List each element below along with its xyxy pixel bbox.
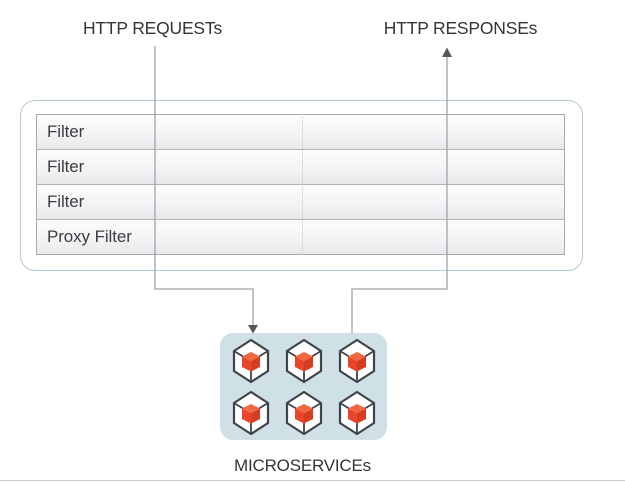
bottom-edge-line <box>0 480 625 481</box>
table-row: Proxy Filter <box>37 220 564 254</box>
table-row: Filter <box>37 150 564 185</box>
table-dotted-divider <box>302 114 303 255</box>
microservice-hexagon-cube-icon <box>285 390 322 435</box>
http-responses-label: HTTP RESPONSEs <box>383 18 538 38</box>
response-arrowhead-up <box>442 47 452 57</box>
filter-row-label: Filter <box>47 122 85 141</box>
microservices-label: MICROSERVICEs <box>234 456 371 475</box>
filter-table: Filter Filter Filter Proxy Filter <box>36 114 565 255</box>
microservice-hexagon-cube-icon <box>232 338 269 383</box>
http-requests-label: HTTP REQUESTs <box>82 18 223 38</box>
microservice-hexagon-cube-icon <box>338 390 375 435</box>
filter-row-label: Filter <box>47 192 85 211</box>
microservice-hexagon-cube-icon <box>338 338 375 383</box>
filter-row-label: Filter <box>47 157 85 176</box>
proxy-filter-row-label: Proxy Filter <box>47 227 132 246</box>
table-row: Filter <box>37 115 564 150</box>
table-row: Filter <box>37 185 564 220</box>
microservice-hexagon-cube-icon <box>285 338 322 383</box>
microservices-box <box>220 333 387 440</box>
microservice-hexagon-cube-icon <box>232 390 269 435</box>
